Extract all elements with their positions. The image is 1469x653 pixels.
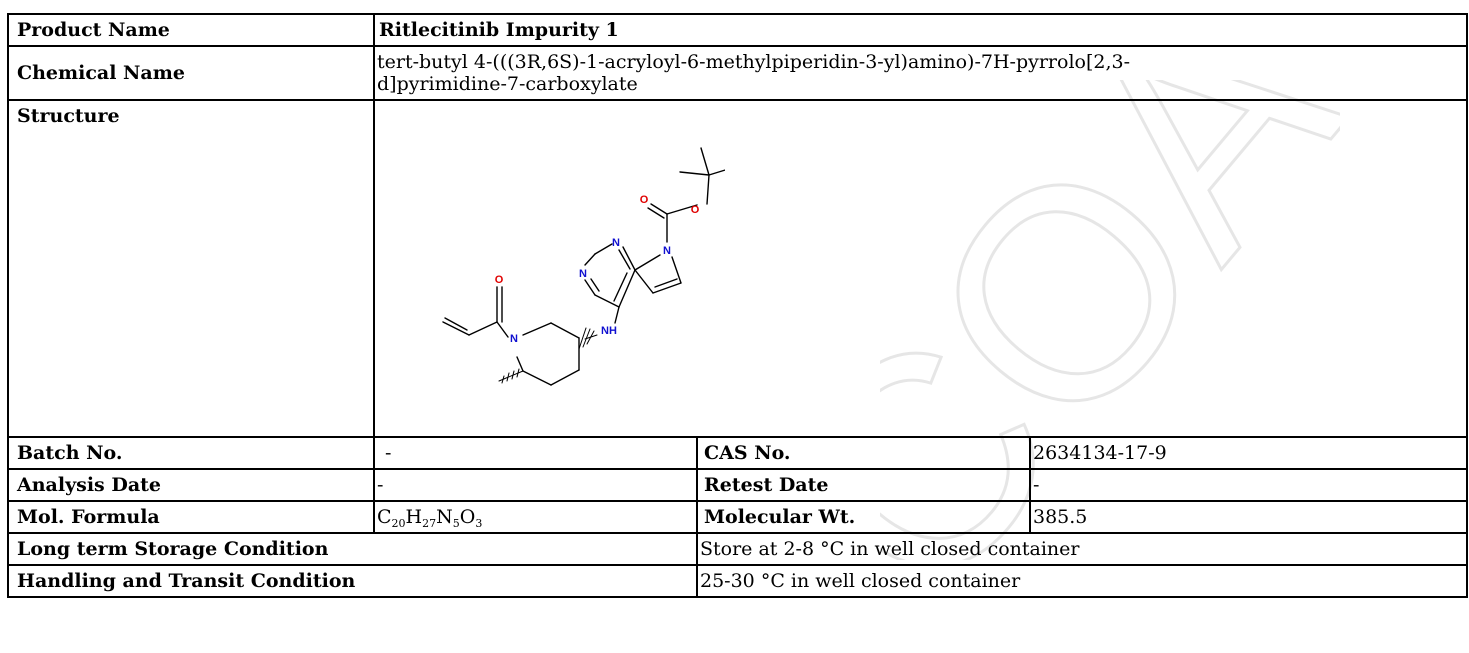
handling-value: 25-30 °C in well closed container bbox=[695, 564, 1469, 598]
structure-drawing: O O N N N O N NH bbox=[442, 147, 725, 386]
analysis-date-value: - bbox=[373, 468, 698, 502]
mol-wt-label: Molecular Wt. bbox=[696, 500, 1031, 534]
formula-el-c: C bbox=[377, 506, 392, 528]
formula-n-c: 20 bbox=[391, 517, 406, 530]
handling-label: Handling and Transit Condition bbox=[7, 564, 698, 598]
row-handling: Handling and Transit Condition 25-30 °C … bbox=[7, 564, 1469, 598]
formula-label: Mol. Formula bbox=[7, 500, 375, 534]
formula-el-h: H bbox=[405, 506, 423, 528]
atom-o-acryl: O bbox=[495, 274, 504, 286]
row-storage: Long term Storage Condition Store at 2-8… bbox=[7, 532, 1469, 566]
row-chemical-name: Chemical Name tert-butyl 4-(((3R,6S)-1-a… bbox=[7, 45, 1469, 101]
row-structure: Structure bbox=[7, 99, 1469, 438]
structure-label-cell: Structure bbox=[7, 99, 375, 438]
chemical-name-value: tert-butyl 4-(((3R,6S)-1-acryloyl-6-meth… bbox=[372, 45, 1469, 101]
atom-o-carbonyl: O bbox=[640, 194, 649, 206]
retest-date-value: - bbox=[1028, 468, 1469, 502]
storage-value: Store at 2-8 °C in well closed container bbox=[695, 532, 1469, 566]
atom-nh: NH bbox=[601, 325, 617, 337]
cas-value: 2634134-17-9 bbox=[1028, 436, 1469, 470]
atom-n1: N bbox=[612, 237, 620, 249]
atom-n-piperidine: N bbox=[510, 333, 518, 345]
structure-label: Structure bbox=[17, 105, 120, 127]
chemical-name-label: Chemical Name bbox=[7, 45, 375, 101]
atom-o-ester: O bbox=[691, 204, 700, 216]
product-name-label: Product Name bbox=[7, 13, 375, 47]
row-batch: Batch No. - CAS No. 2634134-17-9 bbox=[7, 436, 1469, 470]
batch-value: - bbox=[373, 436, 698, 470]
row-formula: Mol. Formula C20H27N5O3 Molecular Wt. 38… bbox=[7, 500, 1469, 534]
analysis-date-label: Analysis Date bbox=[7, 468, 375, 502]
mol-wt-value: 385.5 bbox=[1028, 500, 1469, 534]
structure-wrap: O O N N N O N NH bbox=[376, 102, 1465, 435]
formula-el-n: N bbox=[436, 506, 453, 528]
formula-el-o: O bbox=[459, 506, 476, 528]
cas-label: CAS No. bbox=[696, 436, 1031, 470]
batch-label: Batch No. bbox=[7, 436, 375, 470]
formula-n-o: 3 bbox=[475, 517, 483, 530]
product-name-value: Ritlecitinib Impurity 1 bbox=[372, 13, 1469, 47]
row-product-name: Product Name Ritlecitinib Impurity 1 bbox=[7, 13, 1469, 47]
row-dates: Analysis Date - Retest Date - bbox=[7, 468, 1469, 502]
atom-n7: N bbox=[663, 245, 671, 257]
formula-value: C20H27N5O3 bbox=[373, 500, 698, 534]
coa-table: Product Name Ritlecitinib Impurity 1 Che… bbox=[7, 13, 1469, 598]
formula-n-n: 5 bbox=[452, 517, 460, 530]
formula-n-h: 27 bbox=[422, 517, 437, 530]
retest-date-label: Retest Date bbox=[696, 468, 1031, 502]
atom-n3: N bbox=[579, 268, 587, 280]
structure-cell: O O N N N O N NH bbox=[372, 99, 1469, 438]
storage-label: Long term Storage Condition bbox=[7, 532, 698, 566]
